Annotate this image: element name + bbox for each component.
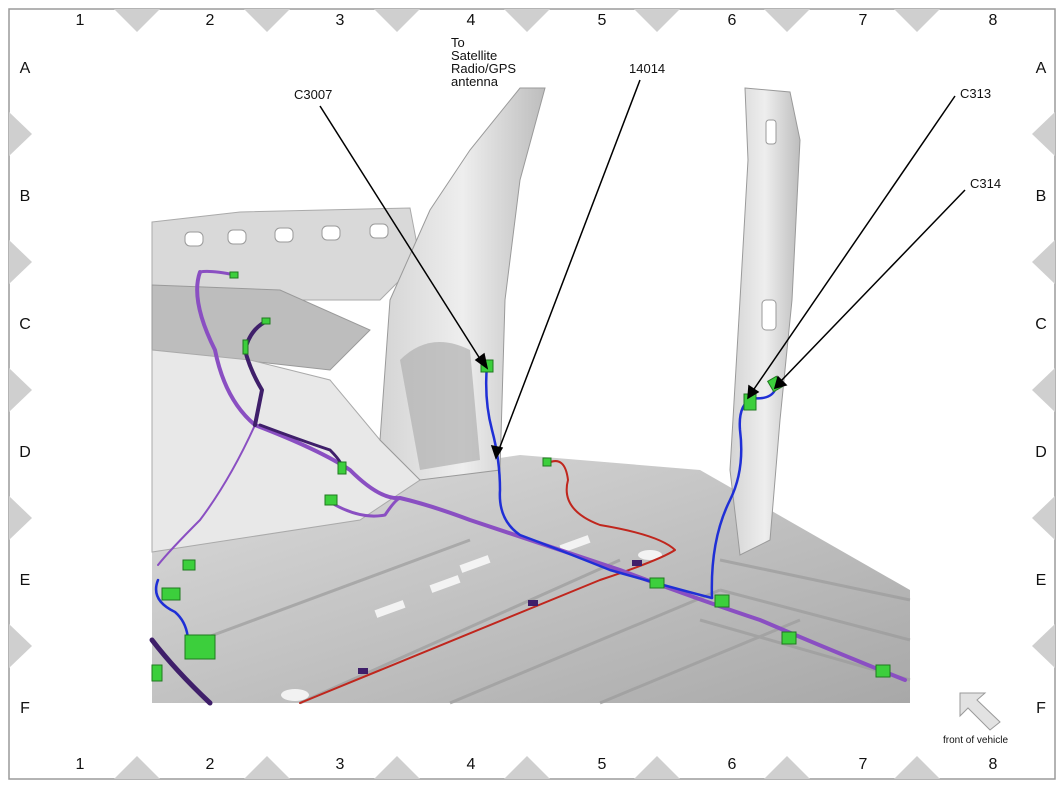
grid-row-left-e: E — [19, 572, 31, 589]
callout-c313: C313 — [960, 86, 992, 101]
callout-c314: C314 — [970, 176, 1002, 191]
grid-row-right-b: B — [1035, 188, 1047, 205]
right-grid-markers — [1032, 112, 1055, 668]
grid-row-left-a: A — [19, 60, 31, 77]
grid-col-bottom-4: 4 — [466, 756, 476, 773]
grid-col-top-2: 2 — [205, 12, 215, 29]
callout-satellite-line-2: Satellite — [451, 48, 498, 63]
front-of-vehicle-label: front of vehicle — [943, 735, 1009, 746]
grid-row-right-e: E — [1035, 572, 1047, 589]
arrow-up-left-icon — [959, 692, 1001, 731]
grid-col-top-5: 5 — [597, 12, 607, 29]
grid-col-top-1: 1 — [75, 12, 85, 29]
grid-col-bottom-1: 1 — [75, 756, 85, 773]
grid-col-bottom-8: 8 — [988, 756, 998, 773]
grid-row-right-f: F — [1036, 700, 1046, 717]
grid-col-bottom-7: 7 — [858, 756, 868, 773]
grid-col-top-3: 3 — [335, 12, 345, 29]
grid-col-top-6: 6 — [727, 12, 737, 29]
wiring-harnesses — [149, 269, 907, 706]
grid-col-bottom-6: 6 — [727, 756, 737, 773]
grid-row-left-b: B — [19, 188, 31, 205]
grid-col-bottom-3: 3 — [335, 756, 345, 773]
grid-col-top-4: 4 — [466, 12, 476, 29]
grid-row-right-d: D — [1035, 444, 1047, 461]
grid-col-bottom-5: 5 — [597, 756, 607, 773]
grid-row-right-a: A — [1035, 60, 1047, 77]
callout-14014: 14014 — [629, 61, 666, 76]
clips — [358, 560, 642, 674]
grid-col-bottom-2: 2 — [205, 756, 215, 773]
grid-col-top-8: 8 — [988, 12, 998, 29]
grid-row-left-c: C — [19, 316, 31, 333]
grid-row-right-c: C — [1035, 316, 1047, 333]
grid-col-top-7: 7 — [858, 12, 868, 29]
callout-satellite-line-4: antenna — [451, 74, 498, 89]
left-grid-markers — [9, 112, 32, 668]
red-harness — [299, 460, 676, 704]
callout-satellite-line-1: To — [451, 35, 465, 50]
vehicle-body — [151, 87, 911, 705]
leader-lines — [319, 79, 966, 460]
callout-c3007: C3007 — [294, 87, 333, 102]
blue-harness — [484, 363, 714, 600]
callout-satellite-line-3: Radio/GPS — [451, 61, 517, 76]
grid-row-left-f: F — [20, 700, 30, 717]
purple-harness — [195, 270, 907, 682]
grid-row-left-d: D — [19, 444, 31, 461]
connectors — [151, 271, 891, 682]
bottom-grid-markers — [114, 756, 940, 779]
top-grid-markers — [114, 9, 940, 32]
